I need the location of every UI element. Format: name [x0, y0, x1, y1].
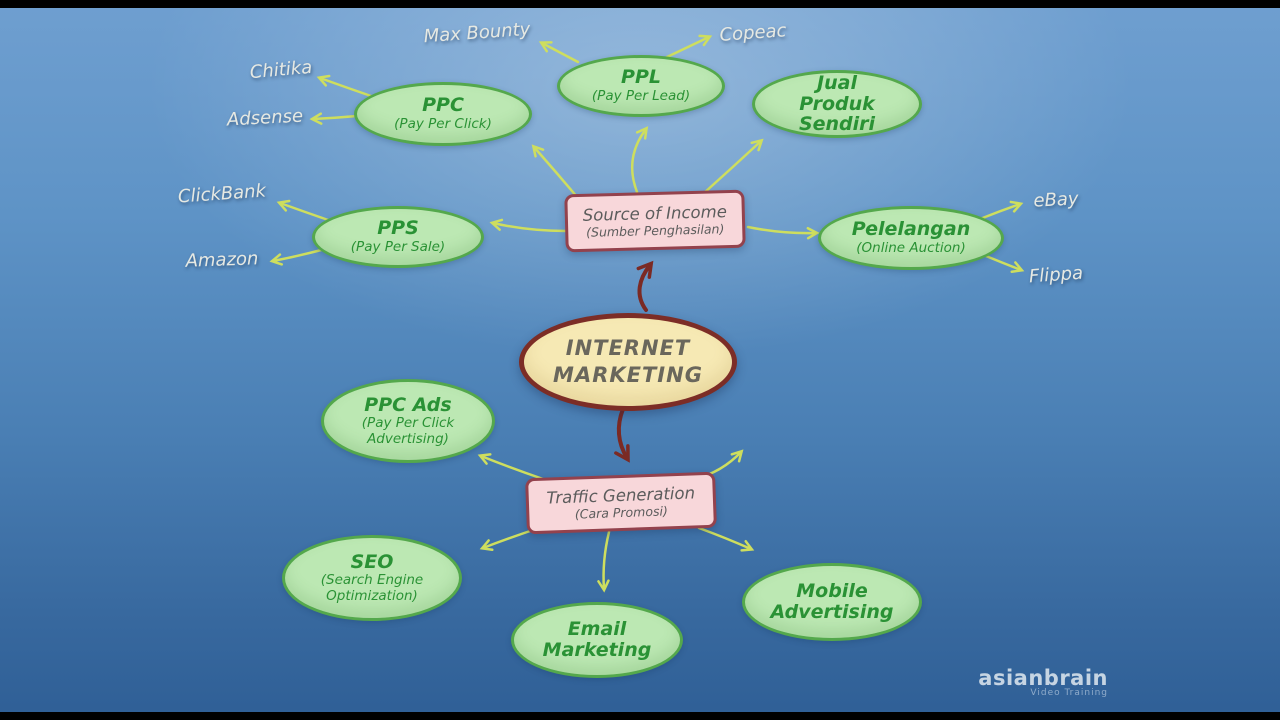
- node-internet-marketing: INTERNET MARKETING: [519, 313, 737, 411]
- node-title: PPC: [422, 94, 464, 117]
- branch-title: Traffic Generation: [546, 483, 696, 508]
- node-ppc: PPC (Pay Per Click): [354, 82, 532, 146]
- node-title: PPC Ads: [364, 393, 452, 416]
- branch-subtitle: (Sumber Penghasilan): [585, 221, 725, 241]
- leaf-max-bounty: Max Bounty: [422, 18, 532, 48]
- leaf-adsense: Adsense: [226, 105, 304, 131]
- node-title: Mobile Advertising: [770, 580, 894, 623]
- node-title: PPL: [621, 66, 661, 89]
- branch-traffic-generation: Traffic Generation (Cara Promosi): [525, 471, 717, 535]
- brand-watermark: asianbrain Video Training: [978, 666, 1108, 698]
- leaf-clickbank: ClickBank: [177, 180, 267, 208]
- node-subtitle: (Pay Per Click): [394, 116, 492, 133]
- brand-name: asianbrain: [978, 666, 1108, 690]
- node-subtitle: (Search Engine Optimization): [320, 572, 424, 604]
- leaf-amazon: Amazon: [185, 248, 259, 272]
- node-subtitle: (Pay Per Click Advertising): [361, 415, 455, 447]
- center-title: INTERNET MARKETING: [553, 335, 703, 387]
- node-pps: PPS (Pay Per Sale): [312, 206, 484, 268]
- node-seo: SEO (Search Engine Optimization): [282, 535, 462, 621]
- node-title: Pelelangan: [851, 218, 971, 241]
- node-ppc-ads: PPC Ads (Pay Per Click Advertising): [321, 379, 495, 463]
- letterbox-top: [0, 0, 1280, 8]
- leaf-chitika: Chitika: [248, 56, 314, 84]
- node-subtitle: (Pay Per Sale): [350, 239, 446, 256]
- node-title: PPS: [377, 217, 419, 240]
- node-jual-produk-sendiri: Jual Produk Sendiri: [752, 70, 922, 138]
- branch-source-of-income: Source of Income (Sumber Penghasilan): [564, 189, 746, 253]
- node-mobile-advertising: Mobile Advertising: [742, 563, 922, 641]
- node-title: Email Marketing: [542, 618, 652, 661]
- brand-subtitle: Video Training: [1030, 688, 1108, 698]
- node-ppl: PPL (Pay Per Lead): [557, 55, 725, 117]
- leaf-flippa: Flippa: [1028, 262, 1084, 288]
- node-pelelangan: Pelelangan (Online Auction): [818, 206, 1004, 270]
- node-title: SEO: [350, 550, 394, 573]
- leaf-ebay: eBay: [1032, 188, 1080, 212]
- leaf-copeac: Copeac: [718, 20, 788, 46]
- node-title: Jual Produk Sendiri: [798, 71, 876, 136]
- letterbox-bottom: [0, 712, 1280, 720]
- node-email-marketing: Email Marketing: [511, 602, 683, 678]
- node-subtitle: (Online Auction): [856, 240, 966, 257]
- branch-subtitle: (Cara Promosi): [574, 503, 669, 523]
- node-subtitle: (Pay Per Lead): [591, 88, 691, 105]
